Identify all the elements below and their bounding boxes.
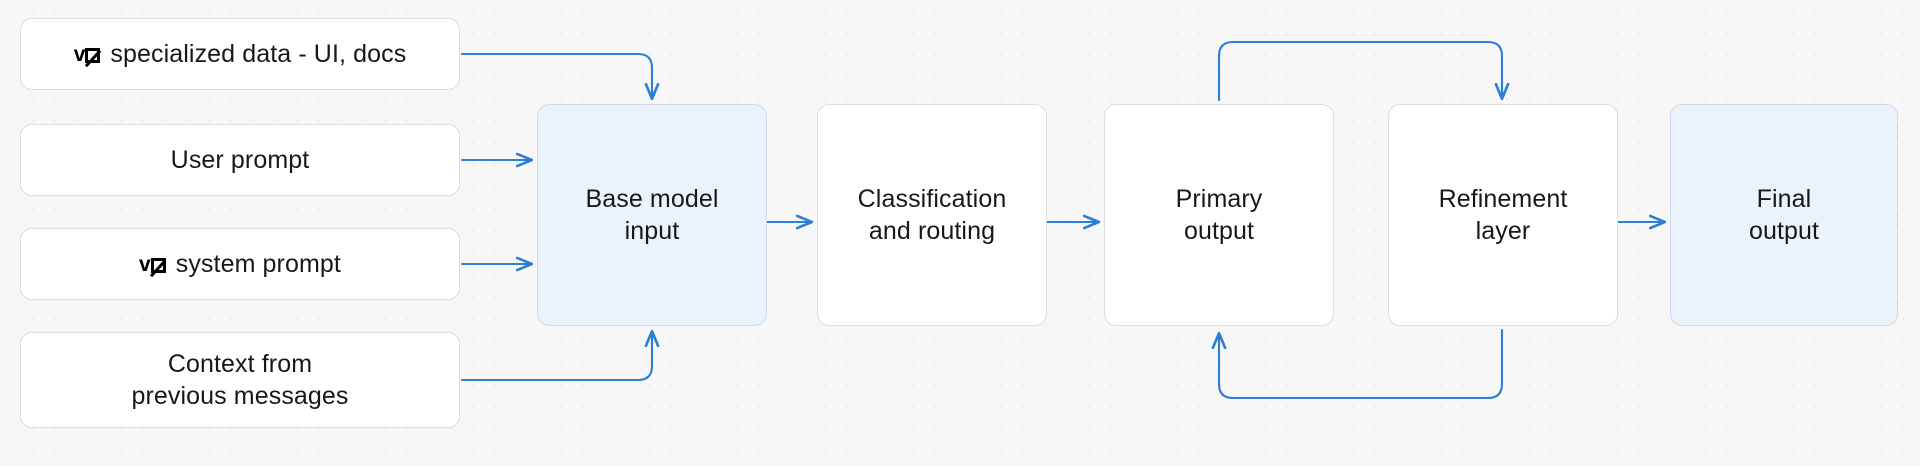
input-text-context: Context from previous messages xyxy=(131,350,349,410)
wire-refinement-to-primary-output-loop xyxy=(1219,328,1504,400)
input-text-specialized-data: specialized data - UI, docs xyxy=(110,40,407,68)
stage-final-output[interactable]: Final output xyxy=(1670,104,1898,326)
input-label-system-prompt: v system prompt xyxy=(139,248,341,280)
stage-refinement-layer[interactable]: Refinement layer xyxy=(1388,104,1618,326)
input-label-context: Context from previous messages xyxy=(131,348,348,412)
v0-logo-zero xyxy=(85,47,101,63)
v0-logo-v: v xyxy=(73,42,86,66)
input-text-user-prompt: User prompt xyxy=(170,146,310,174)
stage-label-refinement-layer: Refinement layer xyxy=(1438,185,1568,245)
stage-label-classification-and-routing: Classification and routing xyxy=(857,185,1007,245)
wire-context-to-base-model xyxy=(460,332,652,382)
wire-primary-output-to-refinement-loop xyxy=(1217,40,1502,102)
input-box-user-prompt[interactable]: User prompt xyxy=(20,124,460,196)
stage-label-primary-output: Primary output xyxy=(1175,185,1263,245)
input-text-system-prompt: system prompt xyxy=(175,250,341,278)
input-label-specialized-data: v specialized data - UI, docs xyxy=(74,38,407,70)
v0-logo-v: v xyxy=(139,252,151,276)
v0-logo-icon: v xyxy=(74,42,101,69)
stage-classification-and-routing[interactable]: Classification and routing xyxy=(817,104,1047,326)
v0-logo-icon: v xyxy=(139,252,166,279)
stage-label-final-output: Final output xyxy=(1748,185,1820,245)
input-label-user-prompt: User prompt xyxy=(171,144,310,176)
v0-logo-zero xyxy=(150,257,166,273)
input-box-context[interactable]: Context from previous messages xyxy=(20,332,460,428)
stage-base-model-input[interactable]: Base model input xyxy=(537,104,767,326)
wire-specialized-data-to-base-model xyxy=(460,52,652,98)
input-box-system-prompt[interactable]: v system prompt xyxy=(20,228,460,300)
stage-primary-output[interactable]: Primary output xyxy=(1104,104,1334,326)
stage-label-base-model-input: Base model input xyxy=(585,185,719,245)
input-box-specialized-data[interactable]: v specialized data - UI, docs xyxy=(20,18,460,90)
